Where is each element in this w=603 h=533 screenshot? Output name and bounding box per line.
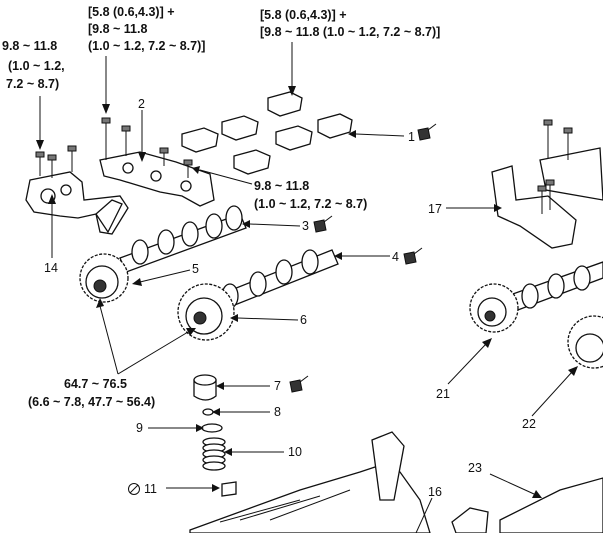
retainer-lock	[202, 408, 214, 416]
right-cvvt-lower	[567, 315, 603, 369]
bolt-group-14	[35, 145, 77, 178]
leader-lines	[36, 42, 578, 533]
right-camshaft	[495, 261, 603, 317]
torque-mid-line2: (1.0 ~ 1.2, 7.2 ~ 8.7)	[254, 197, 367, 211]
cylinder-head	[189, 431, 431, 533]
part-number-7: 7	[274, 379, 281, 393]
valve-stem-seal	[221, 481, 237, 497]
part-number-11: 11	[144, 482, 157, 496]
torque-14-line3: 7.2 ~ 8.7)	[6, 77, 59, 91]
right-cvvt-upper	[469, 283, 519, 333]
oil-can-icon	[313, 215, 333, 233]
oil-can-icon	[417, 123, 437, 141]
do-not-reuse-icon	[128, 483, 140, 495]
bolt-group-2	[101, 117, 193, 178]
part-number-17: 17	[428, 202, 442, 216]
part-number-9: 9	[136, 421, 143, 435]
camshaft-upper	[119, 205, 247, 273]
cvvt-sprocket-lower	[177, 283, 235, 341]
part-number-8: 8	[274, 405, 281, 419]
torque-14-line1: 9.8 ~ 11.8	[2, 39, 57, 53]
cvvt-sprocket-upper	[79, 253, 129, 303]
torque-1-line1: [5.8 (0.6,4.3)] +	[260, 8, 347, 22]
part-number-2: 2	[138, 97, 145, 111]
right-ocv-housing	[491, 147, 603, 249]
part-number-6: 6	[300, 313, 307, 327]
torque-1-line2: [9.8 ~ 11.8 (1.0 ~ 1.2, 7.2 ~ 8.7)]	[260, 25, 440, 39]
torque-2-line3: (1.0 ~ 1.2, 7.2 ~ 8.7)]	[88, 39, 205, 53]
torque-2-line2: [9.8 ~ 11.8	[88, 22, 147, 36]
torque-2-line1: [5.8 (0.6,4.3)] +	[88, 5, 175, 19]
valve-spring	[202, 437, 226, 471]
part-number-23: 23	[468, 461, 482, 475]
oil-can-icon	[289, 375, 309, 393]
camshaft-lower	[205, 249, 339, 315]
torque-cam-line1: 64.7 ~ 76.5	[64, 377, 127, 391]
torque-14-line2: (1.0 ~ 1.2,	[8, 59, 65, 73]
torque-mid-line1: 9.8 ~ 11.8	[254, 179, 309, 193]
bearing-caps-group	[181, 91, 353, 175]
right-bolt-group	[537, 119, 573, 214]
part-number-3: 3	[302, 219, 309, 233]
right-cylinder-head	[451, 477, 603, 533]
part-number-5: 5	[192, 262, 199, 276]
part-number-4: 4	[392, 250, 399, 264]
oil-can-icon	[403, 247, 423, 265]
hydraulic-lifter	[193, 374, 217, 401]
part-number-10: 10	[288, 445, 302, 459]
part-number-14: 14	[44, 261, 58, 275]
part-number-16: 16	[428, 485, 442, 499]
part-number-21: 21	[436, 387, 450, 401]
part-number-22: 22	[522, 417, 536, 431]
part-number-1: 1	[408, 130, 415, 144]
torque-cam-line2: (6.6 ~ 7.8, 47.7 ~ 56.4)	[28, 395, 155, 409]
spring-retainer	[201, 423, 223, 433]
oil-control-valve-housing	[25, 171, 129, 235]
